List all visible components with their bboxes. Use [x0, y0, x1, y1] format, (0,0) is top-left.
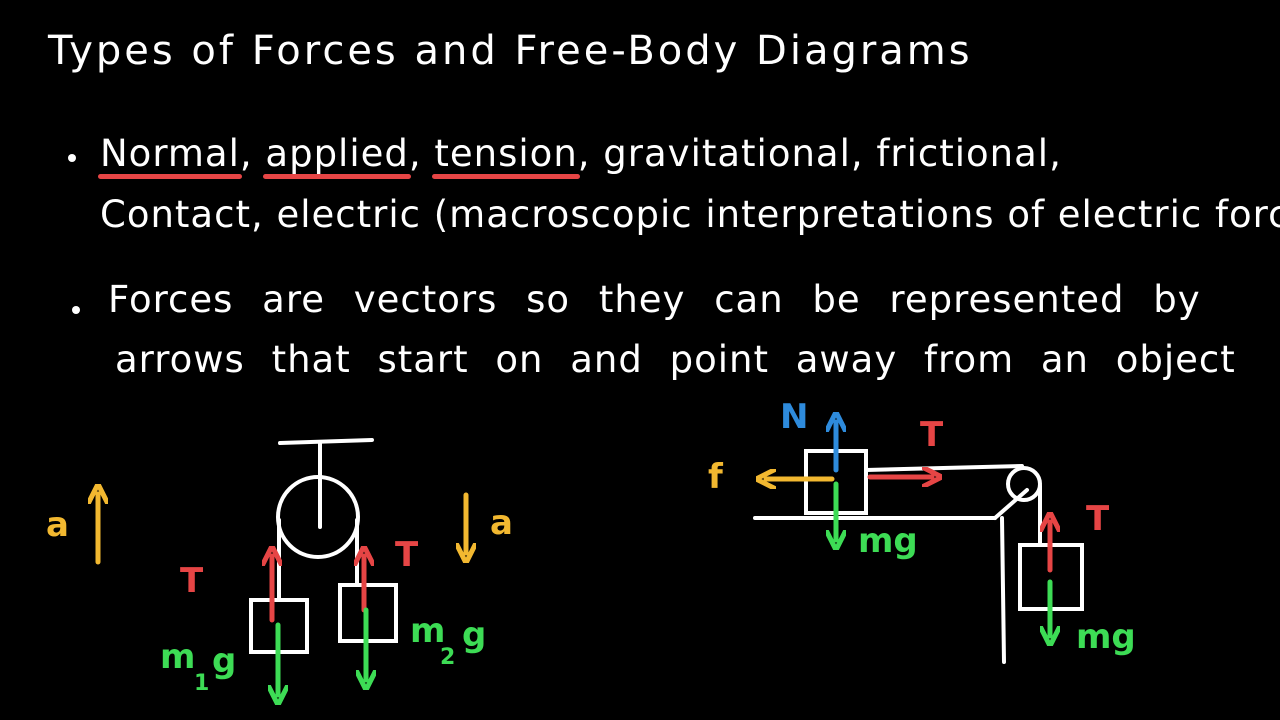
label-m2-sub: 2: [440, 645, 455, 670]
label-f: f: [708, 457, 724, 497]
label-t-hanging: T: [1086, 499, 1110, 539]
bullet-2-line-2: arrows that start on and point away from…: [115, 338, 1236, 381]
table-edge: [993, 488, 1029, 520]
atwood-forces: [98, 494, 466, 695]
label-m1: m: [160, 637, 195, 677]
table-forces: [766, 422, 1050, 636]
bullet-dot-1: [68, 154, 76, 162]
label-t-top: T: [920, 415, 944, 455]
underlined-applied: applied: [263, 132, 412, 179]
label-m1-g: g: [212, 641, 236, 681]
label-t-right: T: [395, 535, 419, 575]
bullet-1-line-1: Normal, applied, tension, gravitational,…: [98, 132, 1062, 179]
label-mg-hanging: mg: [1076, 617, 1136, 657]
label-n: N: [780, 397, 808, 437]
atwood-labels: a a T T m 1 g m 2 g: [46, 503, 513, 696]
label-a-left: a: [46, 505, 69, 545]
table-setup: [753, 449, 1084, 664]
underlined-normal: Normal: [98, 132, 242, 179]
ceiling: [278, 438, 374, 445]
bullet-1-line-2: Contact, electric (macroscopic interpret…: [100, 193, 1280, 236]
label-m1-sub: 1: [194, 671, 209, 696]
bullet-1-rest: , gravitational, frictional,: [577, 132, 1062, 175]
rope-horizontal: [864, 464, 1024, 472]
label-a-right: a: [490, 503, 513, 543]
bullet-2-line-1: Forces are vectors so they can be repres…: [108, 278, 1201, 321]
label-t-left: T: [180, 561, 204, 601]
table-labels: N T f mg T mg: [708, 397, 1136, 657]
label-m2: m: [410, 611, 445, 651]
label-m2-g: g: [462, 615, 486, 655]
separator-2: ,: [408, 132, 435, 175]
pulley-icon: [276, 475, 360, 559]
separator-1: ,: [239, 132, 266, 175]
table-leg: [1000, 516, 1006, 664]
label-mg-block: mg: [858, 521, 918, 561]
page-title: Types of Forces and Free-Body Diagrams: [48, 28, 973, 74]
underlined-tension: tension: [432, 132, 581, 179]
bullet-dot-2: [72, 306, 80, 314]
